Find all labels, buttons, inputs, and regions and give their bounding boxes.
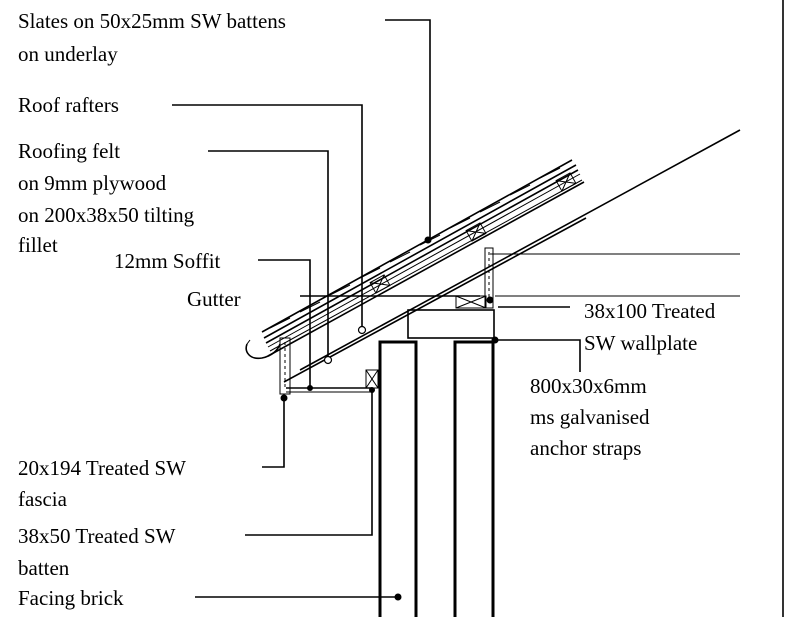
label-straps-line1: 800x30x6mm	[530, 374, 647, 398]
wallplate-cross	[455, 295, 487, 309]
label-soffit: 12mm Soffit	[114, 249, 221, 273]
fascia-board	[279, 337, 291, 395]
label-felt-line4: fillet	[18, 233, 58, 257]
label-brick: Facing brick	[18, 586, 124, 610]
wallplate-block	[407, 309, 495, 339]
leader-straps	[491, 336, 581, 372]
leader-slates	[385, 19, 432, 244]
leader-batten	[245, 387, 375, 536]
wallplate-fillet	[455, 295, 487, 309]
label-slates-line1: Slates on 50x25mm SW battens	[18, 9, 286, 33]
leader-felt	[208, 150, 333, 365]
label-rafters: Roof rafters	[18, 93, 119, 117]
label-straps-line3: anchor straps	[530, 436, 641, 460]
roof-slates	[261, 159, 583, 352]
label-fascia-line2: fascia	[18, 487, 68, 511]
label-wallplate-line1: 38x100 Treated	[584, 299, 716, 323]
label-batten-line1: 38x50 Treated SW	[18, 524, 176, 548]
label-felt-line3: on 200x38x50 tilting	[18, 203, 195, 227]
leader-brick	[195, 593, 402, 601]
label-batten-line2: batten	[18, 556, 70, 580]
label-wallplate-line2: SW wallplate	[584, 331, 697, 355]
leader-wallplate	[486, 296, 570, 308]
label-felt-line1: Roofing felt	[18, 139, 120, 163]
roof-rafter	[267, 129, 741, 383]
leader-soffit	[258, 259, 313, 391]
anchor-strap	[484, 247, 494, 309]
gutter-lip	[246, 339, 251, 345]
roof-battens	[369, 172, 577, 294]
gutter-profile	[245, 343, 281, 360]
label-fascia-line1: 20x194 Treated SW	[18, 456, 186, 480]
label-slates-line2: on underlay	[18, 42, 118, 66]
label-felt-line2: on 9mm plywood	[18, 171, 167, 195]
leader-fascia	[262, 394, 288, 468]
facing-brick-wall	[378, 340, 495, 617]
label-straps-line2: ms galvanised	[530, 405, 650, 429]
leader-rafters	[172, 104, 367, 335]
batten-cross	[365, 369, 379, 389]
label-gutter: Gutter	[187, 287, 241, 311]
